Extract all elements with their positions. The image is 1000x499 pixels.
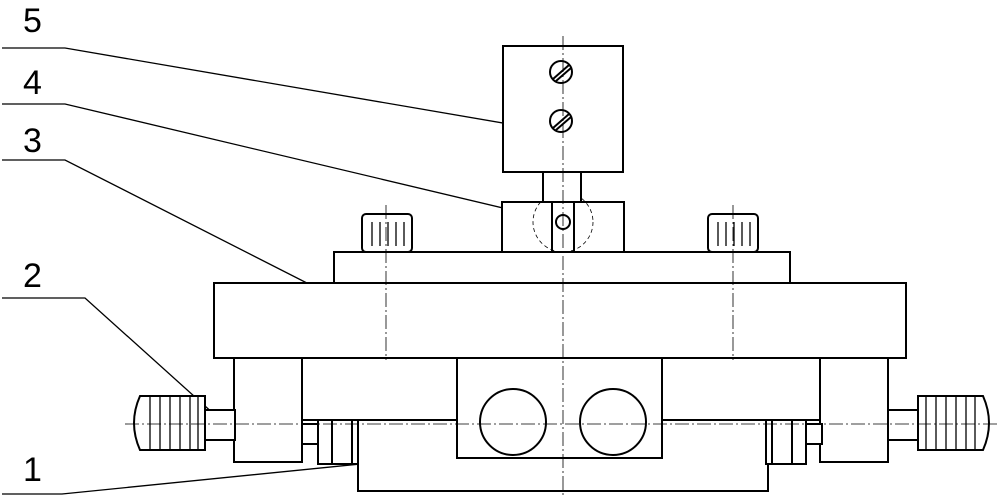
label-4: 4 (23, 66, 42, 100)
label-5: 5 (23, 4, 42, 38)
leader-4 (2, 104, 562, 222)
knurled-knob-left (134, 396, 205, 450)
leader-1 (2, 460, 400, 494)
label-1: 1 (23, 453, 42, 487)
knurled-knob-right (918, 396, 989, 450)
label-3: 3 (23, 124, 42, 158)
cap-screw-left (362, 214, 412, 252)
main-plate (214, 283, 906, 358)
top-plate (334, 252, 790, 283)
leader-5 (2, 48, 532, 128)
neck (543, 172, 581, 202)
label-2: 2 (23, 259, 42, 293)
